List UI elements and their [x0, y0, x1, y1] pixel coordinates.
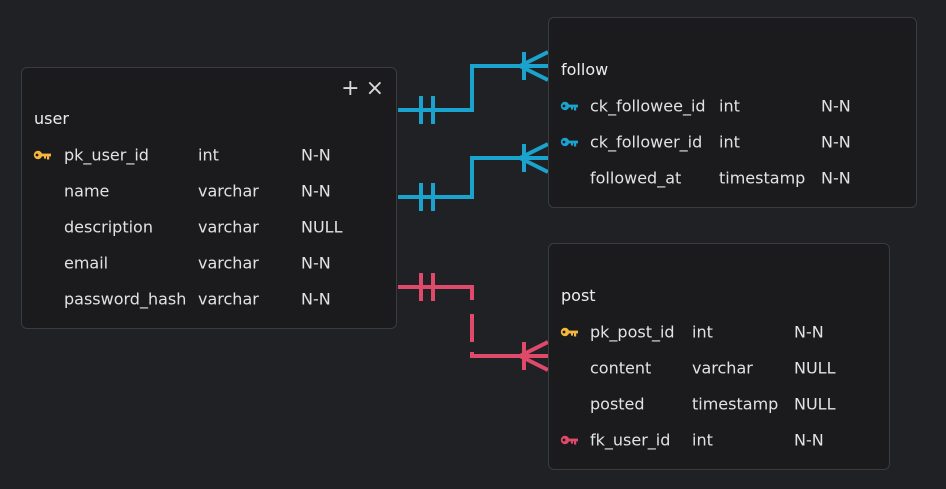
column-name: posted — [590, 394, 645, 414]
user-table[interactable]: +× user pk_user_id int N-N name varchar … — [21, 67, 397, 329]
column-name: ck_followee_id — [590, 96, 706, 116]
column-nullable: N-N — [301, 289, 331, 309]
column-type: int — [719, 132, 740, 152]
column-type: int — [198, 145, 219, 165]
column-nullable: N-N — [301, 181, 331, 201]
table-title-follow: follow — [561, 60, 609, 79]
composite-key-icon — [560, 137, 578, 147]
column-type: timestamp — [692, 394, 779, 414]
table-row[interactable]: posted timestamp NULL — [549, 386, 889, 422]
post-table[interactable]: post pk_post_id int N-N content varchar … — [548, 243, 890, 470]
relationship-user-follow-followee[interactable] — [398, 50, 549, 124]
column-nullable: NULL — [794, 394, 836, 414]
relationship-user-follow-follower[interactable] — [398, 142, 549, 211]
column-type: varchar — [198, 289, 259, 309]
column-name: description — [64, 217, 153, 237]
column-name: pk_user_id — [64, 145, 149, 165]
column-nullable: N-N — [794, 322, 824, 342]
table-row[interactable]: description varchar NULL — [22, 209, 396, 245]
column-nullable: N-N — [821, 132, 851, 152]
table-row[interactable]: email varchar N-N — [22, 245, 396, 281]
table-actions: +× — [335, 78, 384, 100]
column-name: content — [590, 358, 652, 378]
table-row[interactable]: fk_user_id int N-N — [549, 422, 889, 458]
column-type: varchar — [198, 217, 259, 237]
column-type: int — [692, 430, 713, 450]
column-nullable: N-N — [794, 430, 824, 450]
column-name: pk_post_id — [590, 322, 675, 342]
column-nullable: N-N — [301, 253, 331, 273]
column-type: varchar — [692, 358, 753, 378]
close-icon[interactable]: × — [365, 76, 384, 101]
table-title-post: post — [561, 286, 596, 305]
table-row[interactable]: ck_followee_id int N-N — [549, 88, 916, 124]
column-name: name — [64, 181, 110, 201]
column-nullable: N-N — [301, 145, 331, 165]
column-nullable: NULL — [794, 358, 836, 378]
column-name: fk_user_id — [590, 430, 671, 450]
column-type: int — [719, 96, 740, 116]
column-name: ck_follower_id — [590, 132, 703, 152]
table-row[interactable]: pk_user_id int N-N — [22, 137, 396, 173]
column-name: followed_at — [590, 168, 682, 188]
table-row[interactable]: pk_post_id int N-N — [549, 314, 889, 350]
foreign-key-icon — [560, 435, 578, 445]
table-row[interactable]: followed_at timestamp N-N — [549, 160, 916, 196]
column-nullable: N-N — [821, 168, 851, 188]
composite-key-icon — [560, 101, 578, 111]
add-icon[interactable]: + — [341, 76, 360, 101]
column-name: password_hash — [64, 289, 187, 309]
table-title-user: user — [34, 109, 69, 128]
table-row[interactable]: password_hash varchar N-N — [22, 281, 396, 317]
column-type: varchar — [198, 181, 259, 201]
column-name: email — [64, 253, 109, 273]
column-type: int — [692, 322, 713, 342]
column-type: varchar — [198, 253, 259, 273]
column-nullable: N-N — [821, 96, 851, 116]
primary-key-icon — [33, 150, 51, 160]
table-row[interactable]: content varchar NULL — [549, 350, 889, 386]
column-nullable: NULL — [301, 217, 343, 237]
table-row[interactable]: name varchar N-N — [22, 173, 396, 209]
follow-table[interactable]: follow ck_followee_id int N-N ck_followe… — [548, 17, 917, 208]
table-row[interactable]: ck_follower_id int N-N — [549, 124, 916, 160]
primary-key-icon — [560, 327, 578, 337]
column-type: timestamp — [719, 168, 806, 188]
relationship-user-post[interactable] — [398, 273, 549, 372]
